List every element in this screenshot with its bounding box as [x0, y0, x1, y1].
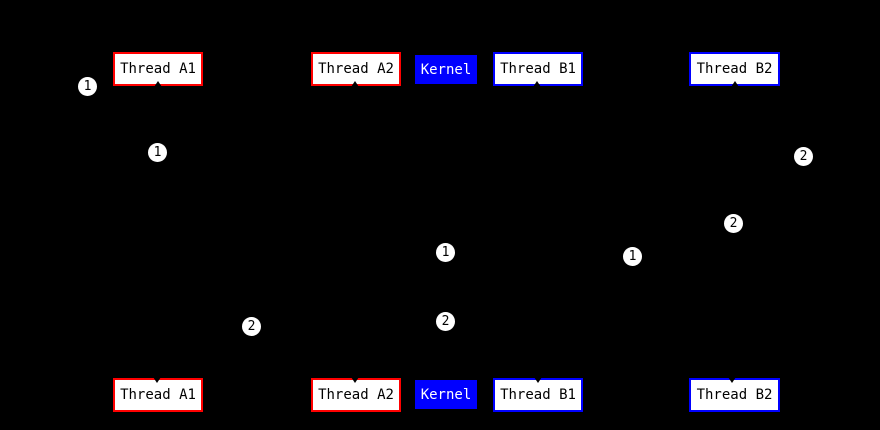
node-label: Kernel — [420, 386, 472, 403]
node-thread-a1-top: Thread A1 — [113, 52, 203, 87]
edge-label-text: 1 — [628, 249, 637, 264]
edge-label-circle: 1 — [78, 77, 97, 96]
node-label: Thread A2 — [318, 387, 394, 403]
edge-label-text: 1 — [83, 79, 92, 94]
node-thread-a1-bottom: Thread A1 — [113, 377, 203, 412]
edge-label-circle: 1 — [623, 247, 642, 266]
edge-label-text: 1 — [153, 145, 162, 160]
edge-label-text: 2 — [441, 314, 450, 329]
arrowhead-icon — [731, 81, 739, 87]
edge-label-circle: 2 — [724, 214, 743, 233]
arrowhead-icon — [153, 377, 161, 383]
node-label: Thread A2 — [318, 61, 394, 77]
node-label: Thread B2 — [696, 61, 773, 77]
node-thread-b1-bottom: Thread B1 — [493, 377, 583, 412]
node-label: Thread B1 — [500, 61, 576, 77]
arrowhead-icon — [351, 377, 359, 383]
edge-label-circle: 2 — [436, 312, 455, 331]
edge-label-text: 2 — [247, 319, 256, 334]
node-label: Thread B1 — [500, 387, 576, 403]
arrowhead-icon — [728, 377, 736, 383]
node-thread-b1-top: Thread B1 — [493, 52, 583, 87]
node-kernel-top: Kernel — [415, 55, 477, 84]
arrowhead-icon — [534, 377, 542, 383]
edge-label-circle: 1 — [436, 243, 455, 262]
edge-label-text: 2 — [729, 216, 738, 231]
arrowhead-icon — [351, 81, 359, 87]
arrowhead-icon — [154, 81, 162, 87]
node-thread-a2-bottom: Thread A2 — [311, 377, 401, 412]
edge-label-circle: 2 — [794, 147, 813, 166]
edge-label-text: 2 — [799, 149, 808, 164]
node-label: Kernel — [420, 61, 472, 78]
edge-label-circle: 1 — [148, 143, 167, 162]
edge-label-circle: 2 — [242, 317, 261, 336]
edge-label-text: 1 — [441, 245, 450, 260]
node-label: Thread A1 — [120, 61, 196, 77]
node-thread-a2-top: Thread A2 — [311, 52, 401, 87]
node-label: Thread A1 — [120, 387, 196, 403]
node-kernel-bottom: Kernel — [415, 380, 477, 409]
node-thread-b2-top: Thread B2 — [689, 52, 780, 87]
node-thread-b2-bottom: Thread B2 — [689, 377, 780, 412]
node-label: Thread B2 — [696, 387, 773, 403]
arrowhead-icon — [533, 81, 541, 87]
